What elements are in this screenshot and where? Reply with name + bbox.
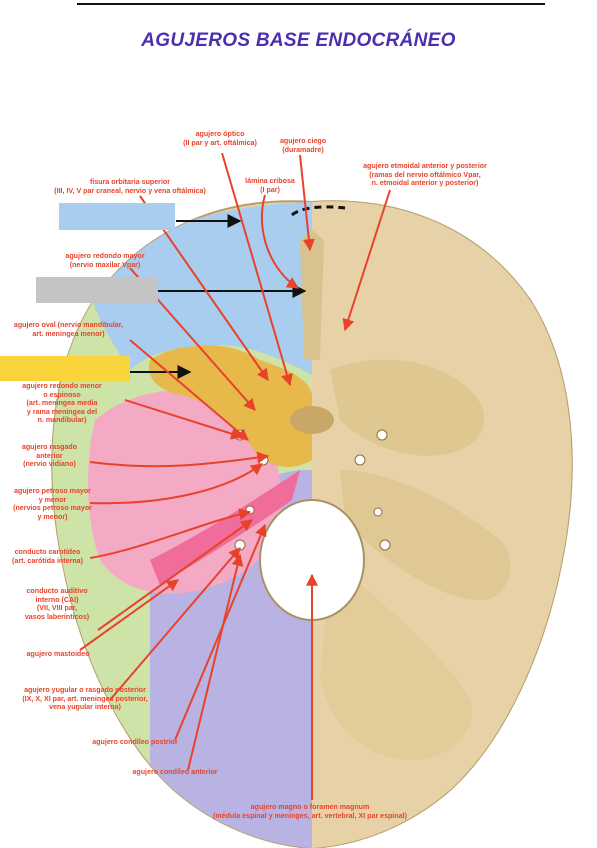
label-agujero-redondo-menor: agujero redondo menor o espinoso (art. m… [22,382,102,425]
label-lamina-cribosa: lámina cribosa (I par) [245,177,295,194]
temporal-region [88,389,281,594]
label-agujero-etmoidal: agujero etmoidal anterior y posterior (r… [363,162,487,188]
posterior-key-box [0,356,130,381]
label-agujero-redondo-mayor: agujero redondo mayor (nervio maxilar Vp… [65,252,145,269]
top-rule [77,3,545,5]
label-agujero-ciego: agujero ciego (duramadre) [279,137,327,154]
label-agujero-oval: agujero oval (nervio mandibular, art. me… [13,321,124,338]
label-agujero-optico: agujero óptico (II par y art. oftálmica) [183,130,257,147]
label-conducto-auditivo: conducto auditivo interno (CAI) (VII, VI… [24,587,90,621]
label-agujero-petroso: agujero petroso mayor y menor (nervios p… [13,487,92,521]
label-agujero-magno: agujero magno o foramen magnum (médula e… [213,803,407,820]
label-agujero-condileo-posterior: agujero condíleo postrior [92,738,178,746]
label-fisura-orbitaria: fisura orbitaria superior (III, IV, V pa… [54,178,206,195]
label-agujero-yugular: agujero yugular o rasgado posterior (IX,… [22,686,148,712]
label-agujero-mastoideo: agujero mastoideo [26,650,90,658]
label-agujero-rasgado-anterior: agujero rasgado anterior (nervio vidiano… [21,443,78,469]
petrous-ridge [150,470,300,585]
label-conducto-carotideo: conducto carotídeo (art. carótida intern… [12,548,83,565]
label-agujero-condileo-anterior: agujero condíleo anterior [132,768,218,776]
page-title: AGUJEROS BASE ENDOCRÁNEO [141,30,456,51]
middle-fossa-key-box [36,277,158,303]
anterior-fossa-key-box [59,203,175,230]
